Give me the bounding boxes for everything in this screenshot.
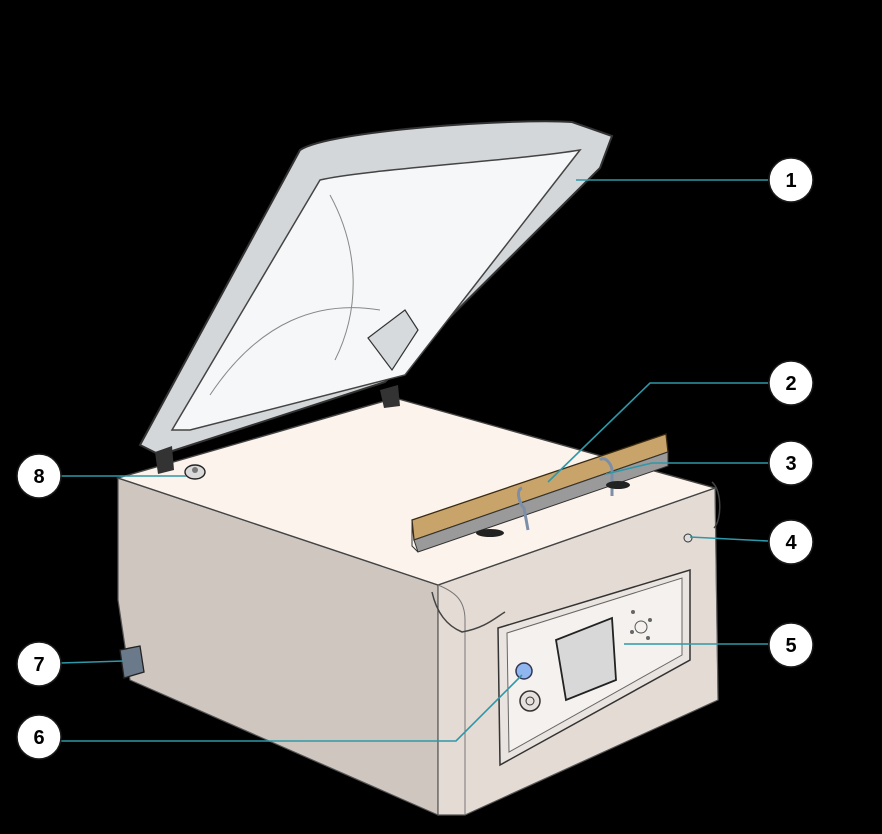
lid-handle[interactable] — [367, 309, 419, 372]
leader-lines — [59, 179, 769, 742]
lid-hinge-left — [155, 446, 174, 474]
callout-6-label: 6 — [33, 727, 44, 749]
side-switch-icon[interactable] — [119, 645, 145, 679]
keypad-icon[interactable] — [634, 620, 648, 634]
callout-3-circle — [768, 440, 814, 486]
vacuum-port-center-icon — [192, 467, 198, 473]
leader-line-3 — [605, 462, 768, 475]
display-screen[interactable] — [554, 616, 617, 702]
keypad-dot-icon — [630, 630, 634, 634]
lid-inner-curve — [329, 194, 354, 361]
leader-line-4 — [689, 536, 769, 542]
seal-mount-right — [606, 481, 630, 489]
callout-2: 2 — [768, 360, 814, 406]
callout-8-circle — [16, 453, 62, 499]
callout-7-label: 7 — [33, 654, 44, 676]
sealing-bar-arm-left — [517, 486, 530, 531]
callout-4-circle — [768, 519, 814, 565]
control-panel — [497, 568, 691, 767]
callout-6-circle — [16, 714, 62, 760]
callout-2-circle — [768, 360, 814, 406]
callout-7-circle — [16, 641, 62, 687]
lid-inner-window — [170, 148, 582, 431]
callout-6: 6 — [16, 714, 62, 760]
sealing-bar — [411, 433, 669, 553]
keypad-dot-icon — [646, 636, 650, 640]
keypad-dot-icon — [631, 610, 635, 614]
dial-knob-icon[interactable] — [519, 690, 541, 712]
callout-5: 5 — [768, 622, 814, 668]
callout-4: 4 — [768, 519, 814, 565]
right-side-connector — [711, 481, 721, 529]
callout-4-label: 4 — [785, 532, 797, 554]
sealing-bar-lower — [413, 451, 669, 553]
body-corner-edge — [437, 584, 466, 815]
callout-2-label: 2 — [785, 373, 796, 395]
callout-3-label: 3 — [785, 453, 796, 475]
power-button-icon[interactable] — [515, 662, 533, 680]
leader-line-6 — [60, 674, 523, 742]
leader-line-7 — [59, 660, 125, 664]
sealing-bar-edge — [411, 520, 419, 553]
callout-1-label: 1 — [785, 170, 796, 192]
body-right-edge — [714, 487, 719, 701]
seal-mount-left — [476, 529, 504, 537]
dial-knob-center-icon — [525, 696, 535, 706]
lid-hinge-right — [380, 385, 400, 408]
callout-5-circle — [768, 622, 814, 668]
lid — [138, 120, 614, 474]
wire-connector-icon — [683, 533, 693, 543]
callout-3: 3 — [768, 440, 814, 486]
keypad-dot-icon — [648, 618, 652, 622]
callout-8-label: 8 — [33, 466, 44, 488]
callout-5-label: 5 — [785, 635, 796, 657]
callout-7: 7 — [16, 641, 62, 687]
callout-8: 8 — [16, 453, 62, 499]
callout-1: 1 — [768, 157, 814, 203]
lid-wire — [431, 591, 506, 633]
sealing-bar-arm-right — [598, 457, 614, 496]
leader-line-2 — [547, 382, 768, 483]
callout-1-circle — [768, 157, 814, 203]
lid-inner-curve — [209, 307, 381, 396]
